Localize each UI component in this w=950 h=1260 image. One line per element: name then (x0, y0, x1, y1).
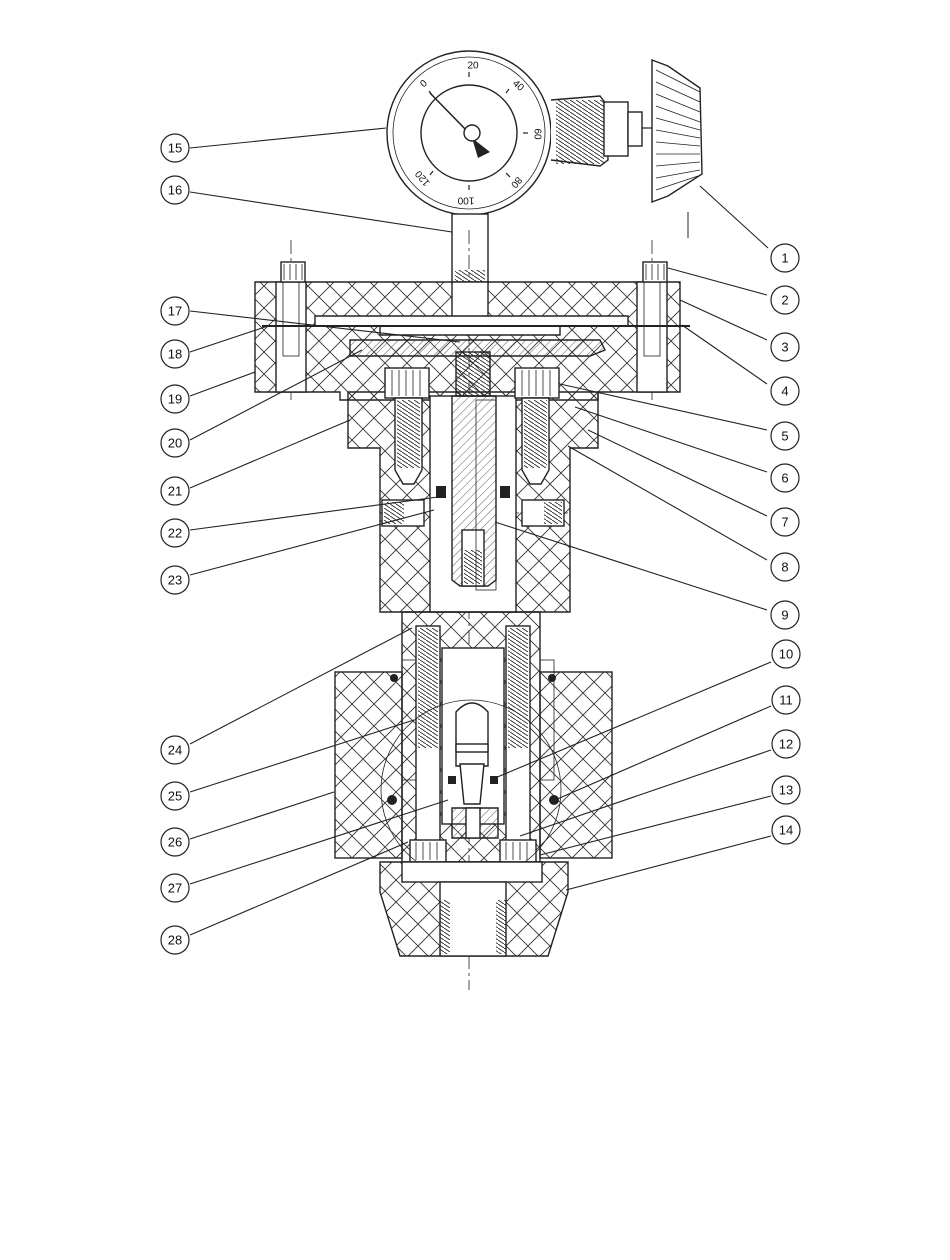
callout-28: 28 (161, 926, 189, 954)
svg-text:4: 4 (781, 384, 788, 399)
callout-15: 15 (161, 134, 189, 162)
svg-text:16: 16 (168, 183, 182, 198)
gauge-hub (464, 125, 480, 141)
callout-6: 6 (771, 464, 799, 492)
svg-text:21: 21 (168, 484, 182, 499)
outlet-fitting (380, 862, 568, 956)
callout-3: 3 (771, 333, 799, 361)
gauge-label-20: 20 (467, 61, 479, 72)
callout-9: 9 (771, 601, 799, 629)
svg-text:20: 20 (168, 436, 182, 451)
callout-23: 23 (161, 566, 189, 594)
callout-20: 20 (161, 429, 189, 457)
callout-8: 8 (771, 553, 799, 581)
svg-text:26: 26 (168, 835, 182, 850)
callout-10: 10 (772, 640, 800, 668)
callout-16: 16 (161, 176, 189, 204)
callout-5: 5 (771, 422, 799, 450)
svg-text:27: 27 (168, 881, 182, 896)
svg-text:24: 24 (168, 743, 182, 758)
svg-text:12: 12 (779, 737, 793, 752)
svg-text:28: 28 (168, 933, 182, 948)
callout-26: 26 (161, 828, 189, 856)
svg-text:18: 18 (168, 347, 182, 362)
gauge-label-100: 100 (457, 195, 474, 206)
callout-18: 18 (161, 340, 189, 368)
svg-text:13: 13 (779, 783, 793, 798)
callout-7: 7 (771, 508, 799, 536)
svg-text:19: 19 (168, 392, 182, 407)
callout-25: 25 (161, 782, 189, 810)
callout-14: 14 (772, 816, 800, 844)
callout-19: 19 (161, 385, 189, 413)
callout-17: 17 (161, 297, 189, 325)
svg-text:2: 2 (781, 293, 788, 308)
svg-text:25: 25 (168, 789, 182, 804)
callout-21: 21 (161, 477, 189, 505)
callout-24: 24 (161, 736, 189, 764)
svg-text:9: 9 (781, 608, 788, 623)
svg-text:6: 6 (781, 471, 788, 486)
svg-text:14: 14 (779, 823, 793, 838)
callout-27: 27 (161, 874, 189, 902)
valve-stem (452, 352, 496, 590)
svg-text:7: 7 (781, 515, 788, 530)
callout-11: 11 (772, 686, 800, 714)
svg-text:5: 5 (781, 429, 788, 444)
gauge-label-60: 60 (532, 128, 543, 140)
callout-22: 22 (161, 519, 189, 547)
callout-13: 13 (772, 776, 800, 804)
callout-1: 1 (771, 244, 799, 272)
lower-cartridge (381, 612, 561, 880)
pressure-gauge: 0 20 40 60 80 100 120 (387, 51, 652, 215)
callout-2: 2 (771, 286, 799, 314)
svg-text:3: 3 (781, 340, 788, 355)
svg-text:1: 1 (781, 251, 788, 266)
svg-text:23: 23 (168, 573, 182, 588)
svg-text:10: 10 (779, 647, 793, 662)
callout-12: 12 (772, 730, 800, 758)
svg-text:22: 22 (168, 526, 182, 541)
svg-text:17: 17 (168, 304, 182, 319)
callout-4: 4 (771, 377, 799, 405)
svg-text:15: 15 (168, 141, 182, 156)
adjusting-knob (652, 60, 702, 238)
svg-text:11: 11 (779, 693, 793, 708)
svg-text:8: 8 (781, 560, 788, 575)
